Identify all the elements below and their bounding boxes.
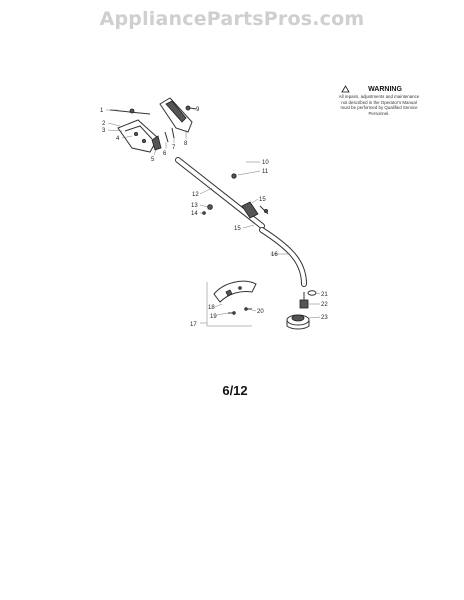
callout-8: 8 bbox=[184, 141, 188, 147]
part-21-washer bbox=[307, 290, 317, 296]
callout-17: 17 bbox=[190, 322, 197, 328]
part-10-assist-handle bbox=[211, 154, 249, 192]
callout-13: 13 bbox=[191, 203, 198, 209]
warning-triangle-icon bbox=[341, 85, 350, 93]
callout-labels: 1 2 3 4 5 6 7 8 9 10 11 12 13 14 15 15 1… bbox=[100, 107, 328, 328]
part-16-lower-shaft bbox=[259, 227, 307, 287]
callout-2: 2 bbox=[102, 121, 106, 127]
callout-20: 20 bbox=[257, 309, 264, 315]
part-23-trimmer-head bbox=[286, 314, 310, 330]
callout-22: 22 bbox=[321, 302, 328, 308]
part-18-guard bbox=[213, 280, 257, 303]
callout-5: 5 bbox=[151, 157, 155, 163]
part-17-guard-assembly-bracket bbox=[206, 282, 252, 327]
callout-12: 12 bbox=[192, 192, 199, 198]
part-22-drive-adapter bbox=[299, 292, 309, 309]
callout-14: 14 bbox=[191, 211, 198, 217]
leader-lines bbox=[106, 109, 321, 324]
callout-7: 7 bbox=[172, 145, 176, 151]
callout-1: 1 bbox=[100, 108, 104, 114]
part-1-throttle-cable bbox=[109, 108, 151, 115]
watermark: AppliancePartsPros.com bbox=[99, 8, 365, 30]
warning-text: All repairs, adjustments and maintenance… bbox=[338, 94, 420, 116]
page-number: 6/12 bbox=[222, 383, 248, 398]
part-6-trigger bbox=[151, 127, 175, 151]
part-19-screw bbox=[228, 311, 236, 315]
callout-21: 21 bbox=[321, 292, 328, 298]
callout-16: 16 bbox=[271, 252, 278, 258]
part-15-coupler bbox=[241, 201, 269, 219]
callout-11: 11 bbox=[262, 169, 269, 175]
callout-15b: 15 bbox=[234, 226, 241, 232]
part-20-screw bbox=[244, 307, 252, 311]
callout-6: 6 bbox=[163, 151, 167, 157]
callout-3: 3 bbox=[102, 128, 106, 134]
part-8-handle-grip bbox=[159, 97, 197, 133]
callout-19: 19 bbox=[210, 314, 217, 320]
part-13-bolt bbox=[202, 204, 213, 215]
callout-18: 18 bbox=[208, 305, 215, 311]
callout-15a: 15 bbox=[259, 197, 266, 203]
callout-10: 10 bbox=[262, 160, 269, 166]
part-2-handle-housing bbox=[117, 119, 159, 153]
callout-9: 9 bbox=[196, 107, 200, 113]
callout-23: 23 bbox=[321, 315, 328, 321]
warning-title: WARNING bbox=[368, 86, 402, 93]
callout-4: 4 bbox=[116, 136, 120, 142]
